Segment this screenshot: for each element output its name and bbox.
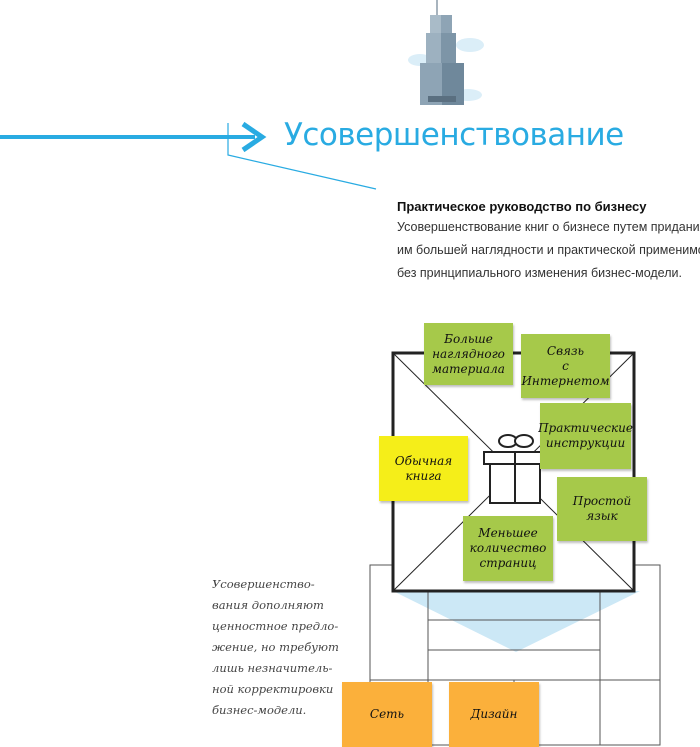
side-note-line: ценностное предло- [212,619,339,633]
description-line: им большей наглядности и практической пр… [397,243,700,257]
arrow-right-icon [0,121,377,190]
side-note-line: ной корректировки [212,682,334,696]
side-note-line: вания дополняют [212,598,324,612]
side-note-line: лишь незначитель- [212,661,333,675]
page-title: Усовершенствование [284,117,624,153]
building-icon [408,0,484,105]
side-note-line: жение, но требуют [212,640,339,654]
side-note-line: Усовершенство- [212,577,315,591]
value-proposition-triangle [393,591,640,652]
description-heading: Практическое руководство по бизнесу [397,199,647,214]
gift-icon [483,434,547,504]
note-design: Дизайн [449,682,539,747]
side-note-line: бизнес-модели. [212,703,307,717]
note-network: Сеть [342,682,432,747]
description-line: без принципиального изменения бизнес-мод… [397,266,682,280]
description-line: Усовершенствование книг о бизнесе путем … [397,220,700,234]
